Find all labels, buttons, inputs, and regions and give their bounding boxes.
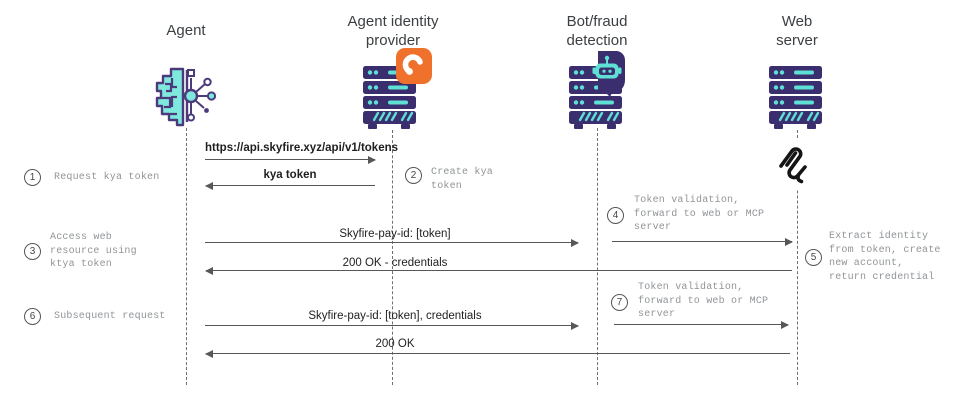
message-label-200-ok-credentials: 200 OK - credentials — [342, 257, 448, 269]
ai-brain-chip-icon — [150, 64, 222, 135]
step-note-5: Extract identity from token, create new … — [829, 231, 941, 283]
actor-title-agent: Agent — [166, 22, 206, 39]
step-circle-5: 5 — [805, 249, 822, 266]
step-note-6: Subsequent request — [54, 311, 166, 322]
step-note-7: Token validation, forward to web or MCP … — [638, 282, 769, 320]
lifeline-web-server — [797, 130, 798, 385]
robot-head-badge-icon — [586, 50, 628, 103]
message-label-tokens-url: https://api.skyfire.xyz/api/v1/tokens — [205, 142, 399, 154]
lifeline-bot-fraud-detection — [597, 128, 598, 385]
message-arrow-forward-to-web-2 — [614, 319, 789, 331]
server-rack-icon-web — [768, 66, 826, 135]
step-circle-7: 7 — [611, 294, 628, 311]
lifeline-agent-identity-provider — [392, 130, 393, 385]
lifeline-agent — [186, 128, 187, 385]
message-arrow-200-ok — [205, 348, 790, 360]
actor-title-bot-fraud-detection: Bot/fraud detection — [566, 13, 628, 49]
actor-title-web-server: Web server — [776, 13, 818, 49]
message-arrow-skyfire-pay-id — [205, 237, 579, 249]
message-arrow-subsequent-request — [205, 320, 579, 332]
message-arrow-request-token — [205, 154, 376, 166]
message-label-kya-token: kya token — [263, 169, 317, 181]
message-label-skyfire-pay-id-credentials: Skyfire-pay-id: [token], credentials — [308, 310, 482, 322]
step-circle-6: 6 — [24, 308, 41, 325]
skyfire-orange-badge-icon — [396, 48, 432, 89]
step-note-1: Request kya token — [54, 172, 160, 183]
message-arrow-kya-token-return — [205, 180, 375, 192]
message-label-skyfire-pay-id: Skyfire-pay-id: [token] — [339, 228, 451, 240]
step-note-2: Create kya token — [431, 167, 494, 192]
message-arrow-forward-to-web — [612, 236, 793, 248]
step-circle-3: 3 — [24, 243, 41, 260]
message-arrow-200-ok-credentials — [205, 265, 792, 277]
step-note-3: Access web resource using ktya token — [50, 232, 137, 270]
mcp-squiggle-icon — [774, 140, 812, 189]
step-circle-4: 4 — [607, 207, 624, 224]
step-note-4: Token validation, forward to web or MCP … — [634, 195, 765, 233]
step-circle-1: 1 — [24, 169, 41, 186]
step-circle-2: 2 — [405, 167, 422, 184]
actor-title-agent-identity-provider: Agent identity provider — [347, 13, 439, 49]
message-label-200-ok: 200 OK — [375, 338, 415, 350]
